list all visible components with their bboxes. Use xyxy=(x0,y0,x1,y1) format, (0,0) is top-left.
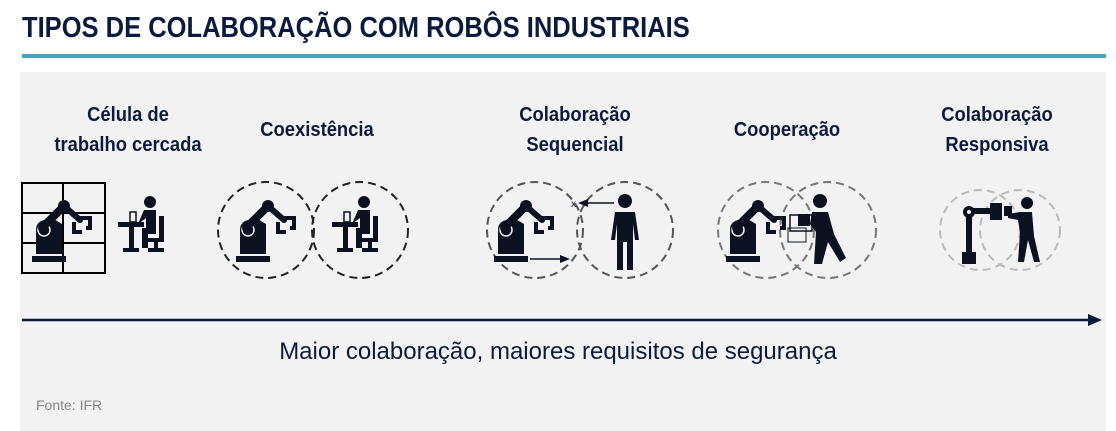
category-label-cooperation: Cooperação xyxy=(709,115,865,145)
responsive-collaboration-icon xyxy=(939,189,1061,271)
title-underline xyxy=(22,54,1106,58)
svg-text:x: x xyxy=(571,199,576,210)
seated-worker-icon xyxy=(117,195,165,253)
label-line: Coexistência xyxy=(260,119,374,141)
category-label-responsive: Colaboração Responsiva xyxy=(919,100,1075,160)
diagram-panel xyxy=(20,72,1106,431)
fenced-cell-icon xyxy=(21,182,106,274)
label-line: Célula de xyxy=(87,104,169,126)
collaboration-icons: x xyxy=(21,181,1061,279)
category-label-sequential: Colaboração Sequencial xyxy=(497,100,653,160)
progression-arrow xyxy=(22,314,1102,326)
arrow-caption: Maior colaboração, maiores requisitos de… xyxy=(279,338,837,365)
label-line: Sequencial xyxy=(526,134,624,156)
page-title: TIPOS DE COLABORAÇÃO COM ROBÔS INDUSTRIA… xyxy=(22,12,690,44)
coexistence-icon xyxy=(217,181,409,279)
source-note: Fonte: IFR xyxy=(36,397,103,413)
sequential-collaboration-icon: x xyxy=(486,181,674,279)
label-line: Colaboração xyxy=(519,104,631,126)
label-line: Responsiva xyxy=(945,134,1049,156)
category-label-coexistence: Coexistência xyxy=(239,115,395,145)
label-line: Colaboração xyxy=(941,104,1053,126)
category-label-fenced-cell: Célula de trabalho cercada xyxy=(38,100,218,160)
label-line: Cooperação xyxy=(733,119,841,141)
cooperation-icon xyxy=(717,181,877,279)
label-line: trabalho cercada xyxy=(54,134,202,156)
